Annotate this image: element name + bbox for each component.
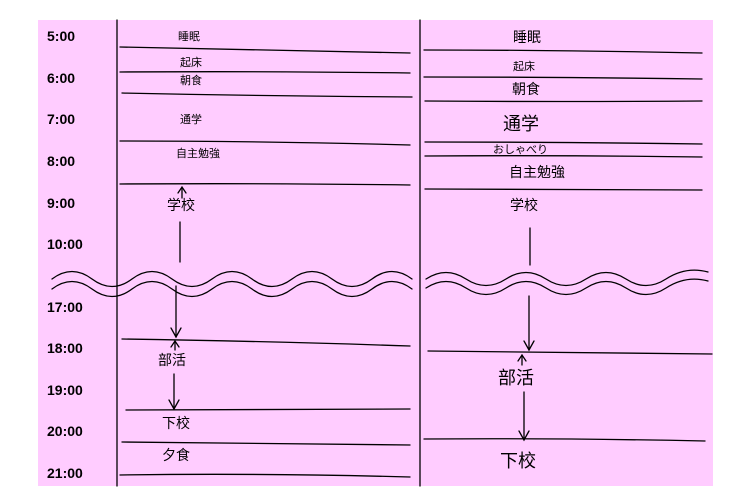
left-leave-label: 下校 xyxy=(162,416,190,432)
right-leave-label: 下校 xyxy=(500,451,536,472)
time-label-20: 20:00 xyxy=(47,423,83,439)
left-school-label: 学校 xyxy=(167,198,195,214)
time-label-17: 17:00 xyxy=(47,299,83,315)
left-commute-label: 通学 xyxy=(180,113,202,126)
left-separator-wake xyxy=(119,71,411,74)
right-separator-breakfast xyxy=(424,100,703,103)
left-wave-bottom xyxy=(51,280,413,298)
right-separator-school xyxy=(427,350,713,355)
left-separator-dinner xyxy=(119,473,411,478)
left-separator-club xyxy=(125,408,411,411)
time-label-6: 6:00 xyxy=(47,70,76,86)
time-label-19: 19:00 xyxy=(47,382,83,398)
left-dinner-label: 夕食 xyxy=(162,448,190,464)
right-commute-label: 通学 xyxy=(503,114,539,135)
left-separator-study xyxy=(119,183,411,186)
right-wave-bottom xyxy=(425,278,709,296)
schedule-background xyxy=(38,20,713,486)
right-wake-label: 起床 xyxy=(513,60,535,73)
time-label-8: 8:00 xyxy=(47,153,76,169)
right-separator-study xyxy=(424,188,703,191)
left-separator-school xyxy=(121,338,411,347)
right-separator-wake xyxy=(423,76,703,80)
left-breakfast-label: 朝食 xyxy=(180,74,202,87)
right-self-study-label: 自主勉強 xyxy=(509,165,565,181)
time-label-7: 7:00 xyxy=(47,111,76,127)
left-separator-leave xyxy=(121,441,411,446)
time-label-9: 9:00 xyxy=(47,195,76,211)
time-label-21: 21:00 xyxy=(47,465,83,481)
right-separator-club xyxy=(423,438,706,442)
time-label-10: 10:00 xyxy=(47,236,83,252)
left-self-study-label: 自主勉強 xyxy=(176,147,220,160)
right-separator-sleep xyxy=(423,49,703,54)
left-wave-top xyxy=(51,270,413,288)
right-club-label: 部活 xyxy=(498,368,534,389)
left-sleep-label: 睡眠 xyxy=(178,30,200,43)
time-label-5: 5:00 xyxy=(47,28,76,44)
right-wave-top xyxy=(425,269,709,287)
right-breakfast-label: 朝食 xyxy=(512,82,540,98)
right-chat-label: おしゃべり xyxy=(493,143,548,156)
right-sleep-label: 睡眠 xyxy=(513,30,541,46)
left-club-label: 部活 xyxy=(158,353,186,369)
left-separator-commute xyxy=(119,140,411,146)
left-separator-sleep xyxy=(119,46,411,54)
right-separator-commute xyxy=(424,141,703,145)
left-separator-breakfast xyxy=(121,92,413,98)
time-label-18: 18:00 xyxy=(47,340,83,356)
right-separator-chat xyxy=(424,155,703,158)
right-school-label: 学校 xyxy=(510,198,538,214)
left-wake-label: 起床 xyxy=(180,56,202,69)
